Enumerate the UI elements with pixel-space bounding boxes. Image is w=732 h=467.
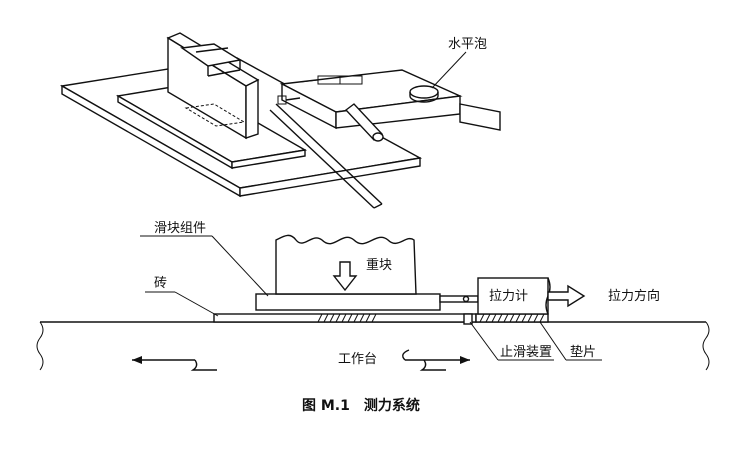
figure-caption: 图 M.1 测力系统 xyxy=(302,397,420,414)
worktable-movement-arrows xyxy=(132,349,470,371)
label-dynamometer: 拉力计 xyxy=(489,289,528,304)
down-arrow-icon xyxy=(332,261,358,292)
isometric-view: 水平泡 xyxy=(59,32,501,209)
bubble-level-icon xyxy=(409,85,439,103)
weight-block xyxy=(166,32,260,140)
label-bubble-level: 水平泡 xyxy=(448,37,487,52)
label-worktable: 工作台 xyxy=(338,352,377,367)
stop-device xyxy=(463,313,473,325)
label-brick: 砖 xyxy=(154,276,167,291)
label-weight: 重块 xyxy=(366,257,392,273)
connecting-rod xyxy=(439,295,479,303)
leader-shim xyxy=(539,321,567,361)
leader-brick xyxy=(174,291,219,317)
slider-assembly xyxy=(255,293,441,311)
leader-stop xyxy=(469,321,499,361)
slider-rollers xyxy=(317,313,377,323)
label-shim: 垫片 xyxy=(570,344,596,360)
guide-rail xyxy=(269,103,383,209)
label-stop-device: 止滑装置 xyxy=(500,345,552,360)
mount-plate xyxy=(459,103,501,131)
label-slider-assembly: 滑块组件 xyxy=(154,221,206,236)
side-view: 工作台 重块 拉力计 拉力方向 滑块组件 xyxy=(36,221,710,371)
coupling-hook xyxy=(277,95,301,105)
shim xyxy=(475,313,549,323)
handle-rod xyxy=(344,103,384,142)
leader-bubble-level xyxy=(431,51,467,89)
dynamometer xyxy=(477,277,549,315)
leader-slider xyxy=(211,235,269,297)
pull-direction-arrow-icon xyxy=(547,284,586,308)
label-pull-direction: 拉力方向 xyxy=(608,288,660,304)
